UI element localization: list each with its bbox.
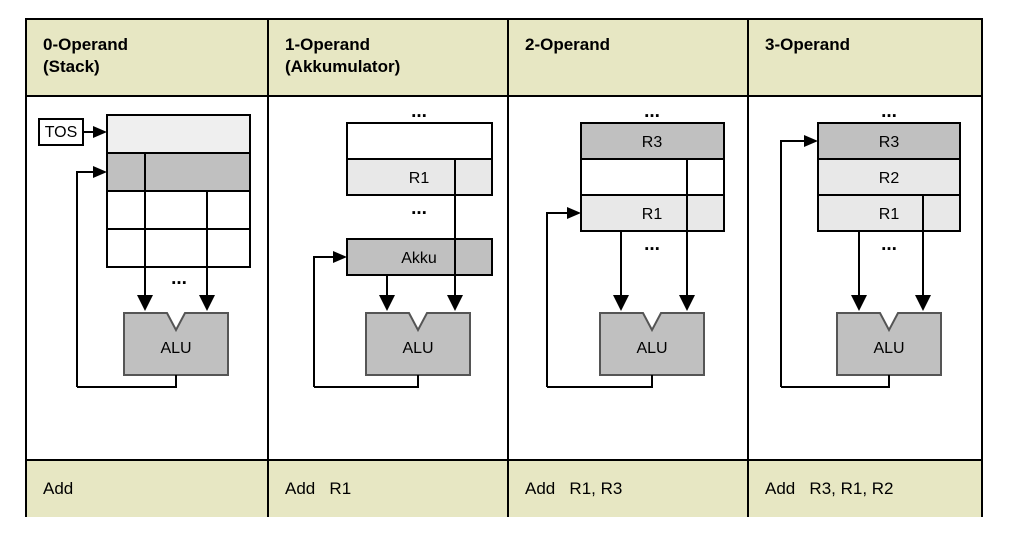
accumulator-box xyxy=(346,238,493,276)
diagram-canvas-stack: TOS ... xyxy=(27,97,267,459)
column-two-operand: 2-Operand ... R3 R1 xyxy=(507,20,747,517)
alu-label: ALU xyxy=(402,340,433,357)
instruction-one-operand: Add R1 xyxy=(269,459,507,517)
reg-label-r1: R1 xyxy=(409,170,430,187)
alu-label: ALU xyxy=(873,340,904,357)
stack-cell-3 xyxy=(106,190,251,230)
diagram-canvas-three-operand: ... R3 R2 R1 ... xyxy=(749,97,981,459)
diagram-zero-operand: TOS ... xyxy=(27,97,267,459)
alu-output-path xyxy=(547,375,653,388)
alu-shape xyxy=(599,312,705,376)
instruction-three-operand: Add R3, R1, R2 xyxy=(749,459,981,517)
feedback-path-three-operand xyxy=(780,140,810,387)
ellipsis-mid-three-operand: ... xyxy=(881,234,897,255)
header-line1: 3-Operand xyxy=(765,35,851,54)
diagram-three-operand: ... R3 R2 R1 ... xyxy=(749,97,981,459)
reg-cell-r1 xyxy=(580,194,725,232)
instruction-two-operand: Add R1, R3 xyxy=(509,459,747,517)
alu-label: ALU xyxy=(636,340,667,357)
stack-cell-tos xyxy=(106,114,251,154)
header-line1: 1-Operand xyxy=(285,35,371,54)
alu-output-path xyxy=(314,375,419,388)
ellipsis-mid-two-operand: ... xyxy=(644,234,660,255)
feedback-arrow-head-stack xyxy=(93,166,107,178)
reg-label-r1: R1 xyxy=(879,206,900,223)
instruction-zero-operand: Add xyxy=(27,459,267,517)
reg-cell-empty xyxy=(580,158,725,196)
alu-output-path xyxy=(77,375,177,388)
feedback-arrow-head-three-operand xyxy=(804,135,818,147)
stack-cell-4 xyxy=(106,228,251,268)
column-header-one-operand: 1-Operand (Akkumulator) xyxy=(269,20,507,97)
stack-cell-second xyxy=(106,152,251,192)
operand-arrow-r3 xyxy=(679,295,695,311)
tos-label-box xyxy=(38,118,84,146)
reg-label-r3: R3 xyxy=(642,134,663,151)
alu-label: ALU xyxy=(160,340,191,357)
header-line1: 2-Operand xyxy=(525,35,611,54)
alu-shape xyxy=(123,312,229,376)
diagram-canvas-accumulator: ... R1 ... Akku xyxy=(269,97,507,459)
alu-output-path xyxy=(781,375,890,388)
ellipsis-top-two-operand: ... xyxy=(644,101,660,122)
reg-cell-r1 xyxy=(817,194,961,232)
column-one-operand: 1-Operand (Akkumulator) ... R1 ... xyxy=(267,20,507,517)
column-header-two-operand: 2-Operand xyxy=(509,20,747,97)
feedback-path-stack xyxy=(76,171,99,387)
column-header-zero-operand: 0-Operand (Stack) xyxy=(27,20,267,97)
operand-arrow-r1 xyxy=(613,295,629,311)
diagram-canvas-two-operand: ... R3 R1 ... xyxy=(509,97,747,459)
ellipsis-top-accumulator: ... xyxy=(411,101,427,122)
operand-arrow-accumulator xyxy=(379,295,395,311)
column-zero-operand: 0-Operand (Stack) xyxy=(27,20,267,517)
operand-architecture-table: 0-Operand (Stack) xyxy=(25,18,983,517)
operand-arrow-right xyxy=(199,295,215,311)
operand-arrow-r1 xyxy=(447,295,463,311)
ellipsis-mid-accumulator: ... xyxy=(411,198,427,219)
operand-arrow-r2 xyxy=(915,295,931,311)
reg-cell-r2 xyxy=(817,158,961,196)
feedback-path-accumulator xyxy=(313,256,339,387)
ellipsis-top-three-operand: ... xyxy=(881,101,897,122)
diagram-two-operand: ... R3 R1 ... xyxy=(509,97,747,459)
reg-label-r2: R2 xyxy=(879,170,900,187)
ellipsis-stack: ... xyxy=(171,268,187,289)
alu-shape xyxy=(836,312,942,376)
feedback-path-two-operand xyxy=(546,212,573,387)
header-line2: (Akkumulator) xyxy=(285,57,401,76)
feedback-arrow-head-two-operand xyxy=(567,207,581,219)
diagram-one-operand: ... R1 ... Akku xyxy=(269,97,507,459)
feedback-arrow-head-accumulator xyxy=(333,251,347,263)
header-line1: 0-Operand xyxy=(43,35,129,54)
accumulator-label: Akku xyxy=(401,250,437,267)
tos-label-text: TOS xyxy=(45,124,78,141)
operand-arrow-left xyxy=(137,295,153,311)
header-line2: (Stack) xyxy=(43,57,100,76)
reg-cell-r1 xyxy=(346,158,493,196)
tos-arrow-head xyxy=(93,126,107,138)
reg-label-r3: R3 xyxy=(879,134,900,151)
reg-cell-empty xyxy=(346,122,493,160)
alu-shape xyxy=(365,312,471,376)
operand-arrow-r1 xyxy=(851,295,867,311)
column-header-three-operand: 3-Operand xyxy=(749,20,981,97)
column-three-operand: 3-Operand ... R3 R2 R1 ... xyxy=(747,20,981,517)
reg-label-r1: R1 xyxy=(642,206,663,223)
